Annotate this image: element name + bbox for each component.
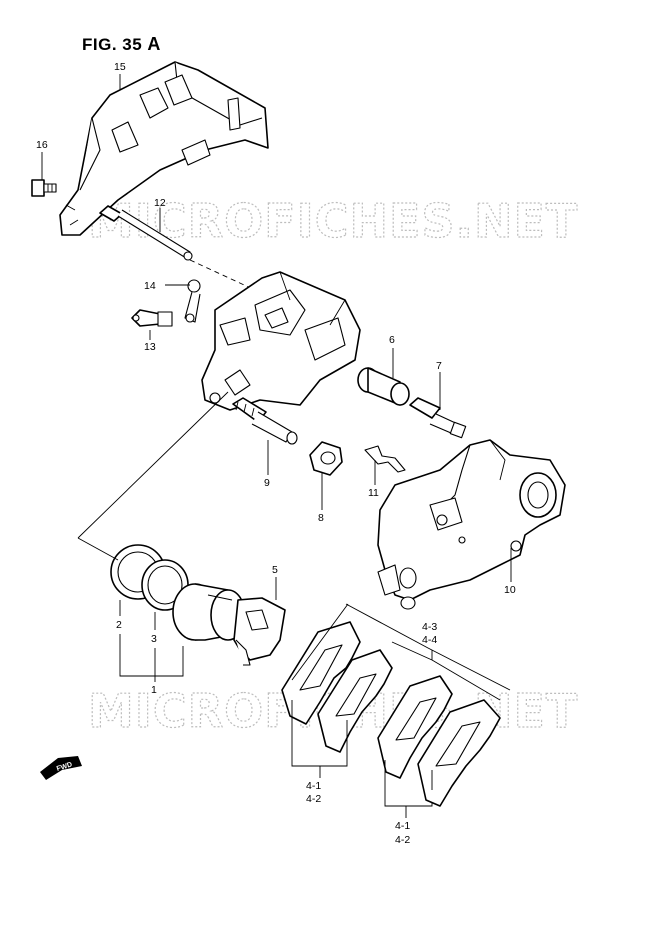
pin-leader-dashed [189, 259, 256, 291]
pad-pin-12 [99, 205, 193, 261]
pad-spring-5 [233, 597, 286, 666]
label-11: 11 [368, 487, 379, 499]
label-12: 12 [154, 197, 166, 209]
bolt-16 [31, 179, 57, 197]
label-14: 14 [144, 280, 156, 292]
bleeder-screw-13 [131, 309, 173, 327]
caliper-guard [59, 61, 269, 236]
brake-pads [281, 603, 501, 807]
brake-pad-outer-a [281, 621, 361, 725]
label-15: 15 [114, 61, 126, 73]
label-4-3: 4-3 [422, 621, 437, 633]
fwd-arrow-icon: FWD [40, 756, 82, 780]
slide-pin-9 [232, 397, 298, 445]
label-4-1-rear: 4-1 [395, 820, 410, 832]
label-6: 6 [389, 334, 395, 346]
label-8: 8 [318, 512, 324, 524]
brake-pad-inner-b [417, 699, 501, 807]
boot-8 [309, 441, 343, 476]
figure-title: FIG. 35 A [82, 34, 161, 55]
label-4-1-front: 4-1 [306, 780, 321, 792]
label-3: 3 [151, 633, 157, 645]
label-13: 13 [144, 341, 156, 353]
label-1: 1 [151, 684, 157, 696]
brake-pad-inner-a [377, 675, 453, 779]
brake-pad-outer-b [317, 649, 393, 753]
clip-14 [184, 279, 201, 323]
figure-suffix: A [147, 34, 161, 54]
label-2: 2 [116, 619, 122, 631]
fwd-label: FWD [56, 761, 73, 773]
caliper-body [201, 271, 361, 411]
label-5: 5 [272, 564, 278, 576]
label-4-2-rear: 4-2 [395, 834, 410, 846]
label-10: 10 [504, 584, 516, 596]
figure-number: FIG. 35 [82, 35, 143, 54]
label-16: 16 [36, 139, 48, 151]
part-labels: 15 16 12 14 13 6 7 9 8 11 10 5 2 3 1 4-3… [36, 61, 516, 846]
spring-11 [364, 445, 406, 473]
bushing-6 [357, 367, 410, 406]
bolt-7 [409, 397, 467, 439]
label-4-2-front: 4-2 [306, 793, 321, 805]
label-4-4: 4-4 [422, 634, 437, 646]
leader-lines [41, 74, 512, 818]
caliper-bracket-10 [377, 439, 566, 610]
label-7: 7 [436, 360, 442, 372]
label-9: 9 [264, 477, 270, 489]
